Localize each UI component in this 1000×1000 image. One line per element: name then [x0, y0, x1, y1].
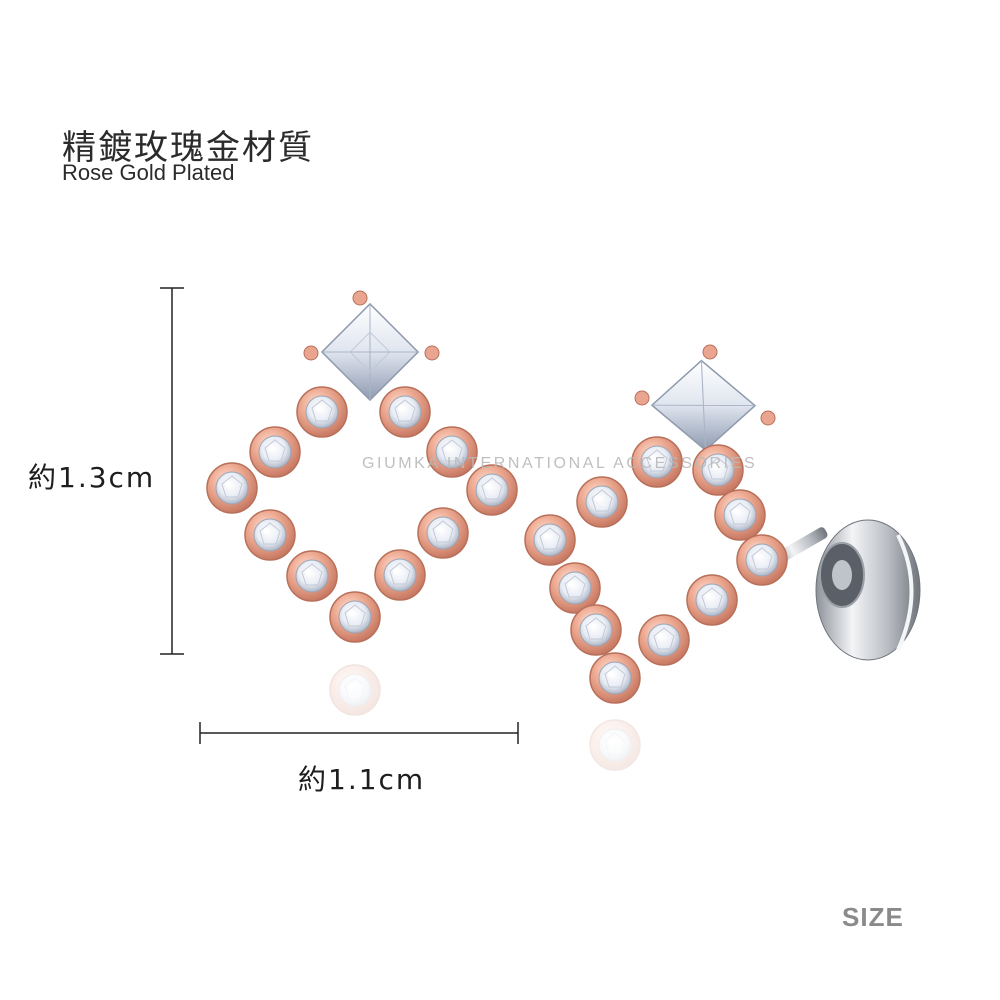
size-label: SIZE [842, 902, 904, 932]
earring-front-view [206, 290, 518, 716]
title-english: Rose Gold Plated [62, 160, 235, 185]
height-dimension-line [160, 287, 184, 655]
earring-angled-view [524, 344, 921, 771]
watermark: GIUMKA INTERNATIONAL ACCESSORIES [362, 455, 758, 472]
width-dimension-line [199, 722, 519, 744]
title-chinese: 精鍍玫瑰金材質 [62, 128, 314, 168]
height-dimension-label: 約1.3cm [28, 461, 156, 494]
width-dimension-label: 約1.1cm [298, 763, 426, 796]
